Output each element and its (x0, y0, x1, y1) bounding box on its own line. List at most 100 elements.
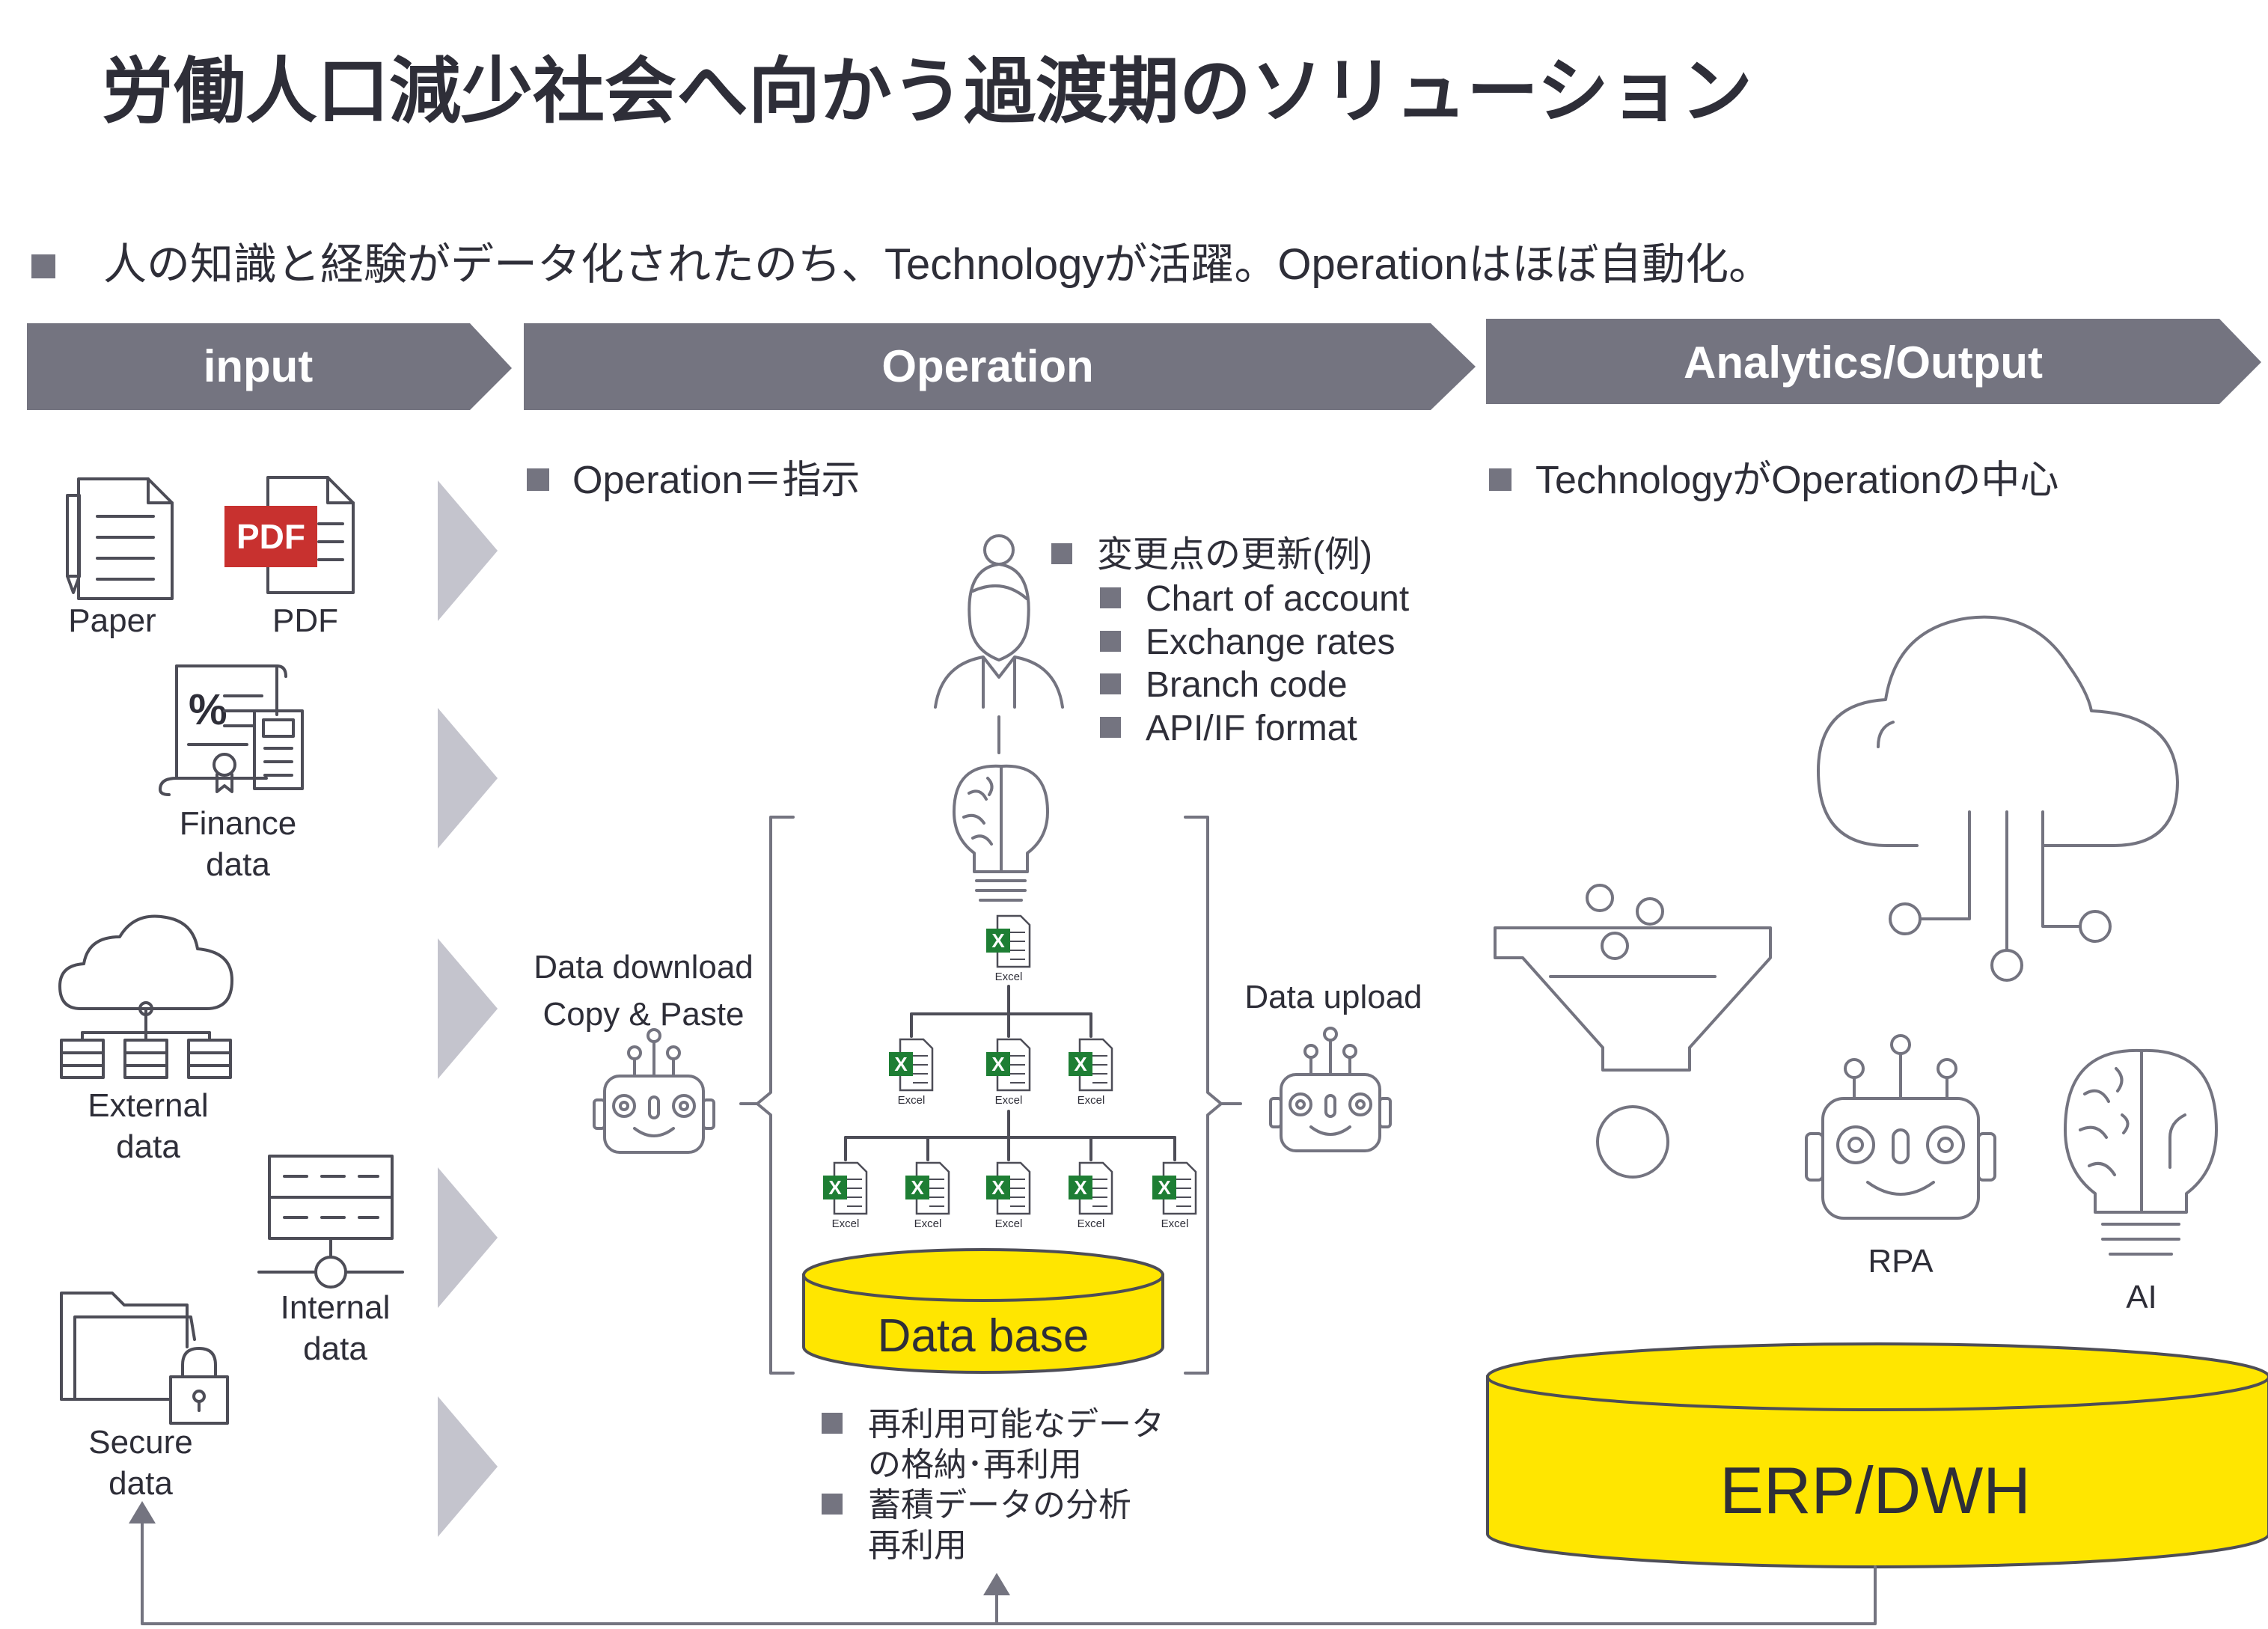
ai-label: AI (2126, 1279, 2157, 1315)
excel-badge: X (828, 1176, 842, 1199)
storage-note-2: の格納･再利用 (868, 1446, 1082, 1483)
excel-caption: Excel (995, 971, 1023, 983)
excel-file-icon: X Excel (986, 1038, 1031, 1107)
excel-caption: Excel (1078, 1094, 1105, 1107)
paper-icon (66, 477, 174, 600)
cloud-circuit-icon (1817, 615, 2179, 982)
external-data-icon (58, 914, 233, 1079)
change-item-2: Exchange rates (1146, 623, 1396, 662)
bullet-square (1100, 717, 1121, 738)
excel-files: XExcelXExcelXExcelXExcelXExcelXExcelXExc… (823, 914, 1197, 1230)
header-operation: Operation (524, 323, 1476, 410)
storage-note-4: 再利用 (868, 1527, 967, 1564)
change-item-3: Branch code (1146, 665, 1348, 705)
bullet-square (31, 254, 55, 278)
secure-data-icon (60, 1292, 229, 1425)
header-input: input (27, 323, 512, 410)
excel-file-icon: X Excel (889, 1038, 934, 1107)
page-subtitle: 人の知識と経験がデータ化されたのち、Technologyが活躍。Operatio… (103, 240, 1772, 289)
svg-text:%: % (189, 685, 227, 734)
internal-data-icon (257, 1155, 404, 1289)
person-icon (934, 534, 1064, 754)
right-brace (1184, 816, 1223, 1375)
excel-caption: Excel (1161, 1217, 1189, 1230)
excel-caption: Excel (995, 1217, 1023, 1230)
bullet-square (1100, 631, 1121, 652)
excel-badge: X (1074, 1053, 1087, 1075)
excel-file-icon: X Excel (823, 1161, 868, 1230)
bullet-square (1100, 587, 1121, 608)
finance-label-2: data (206, 846, 270, 883)
internal-label-1: Internal (281, 1289, 391, 1326)
page-title: 労働人口減少社会へ向かう過渡期のソリューション (102, 49, 1752, 133)
excel-caption: Excel (1078, 1217, 1105, 1230)
excel-caption: Excel (995, 1094, 1023, 1107)
excel-file-icon: X Excel (1069, 1038, 1113, 1107)
flow-arrow-internal (438, 1167, 498, 1308)
finance-label-1: Finance (180, 805, 297, 842)
database-cylinder: Data base (802, 1248, 1164, 1374)
changes-title: 変更点の更新(例) (1097, 535, 1372, 575)
finance-icon: % (159, 664, 304, 796)
excel-badge: X (991, 929, 1005, 952)
bullet-square (1051, 543, 1072, 564)
brain-bulb-icon (953, 764, 1049, 902)
rpa-robot-icon (1805, 1034, 1996, 1220)
internal-label-2: data (303, 1330, 367, 1367)
erp-dwh-cylinder: ERP/DWH (1486, 1342, 2268, 1568)
excel-caption: Excel (898, 1094, 926, 1107)
excel-badge: X (991, 1176, 1005, 1199)
flow-arrow-paper (438, 480, 498, 621)
storage-note-1: 再利用可能なデータ (868, 1406, 1164, 1443)
database-label: Data base (878, 1310, 1089, 1362)
erp-dwh-label: ERP/DWH (1720, 1453, 2031, 1527)
excel-badge: X (1074, 1176, 1087, 1199)
excel-badge: X (1158, 1176, 1171, 1199)
paper-label: Paper (68, 602, 156, 639)
download-label-1: Data download (534, 949, 754, 985)
ai-brain-bulb-icon (2064, 1048, 2218, 1256)
header-input-label: input (204, 341, 314, 391)
excel-caption: Excel (914, 1217, 942, 1230)
change-item-1: Chart of account (1146, 579, 1409, 619)
secure-label-2: data (108, 1465, 173, 1502)
excel-badge: X (991, 1053, 1005, 1075)
excel-file-icon: X Excel (905, 1161, 950, 1230)
excel-tree-connectors (844, 985, 1176, 1161)
header-operation-label: Operation (881, 341, 1093, 391)
flow-arrow-finance (438, 708, 498, 849)
bullet-square (822, 1413, 843, 1434)
left-brace (756, 816, 795, 1375)
pdf-icon: PDF (224, 476, 355, 594)
storage-note-3: 蓄積データの分析 (868, 1487, 1131, 1523)
external-label-1: External (88, 1087, 208, 1124)
excel-file-icon: X Excel (986, 914, 1031, 983)
robot-upload-icon (1269, 1027, 1392, 1152)
robot-left-icon (593, 1028, 715, 1154)
excel-badge: X (911, 1176, 924, 1199)
pdf-badge: PDF (236, 517, 305, 556)
operation-bullet: Operation＝指示 (572, 459, 860, 502)
external-label-2: data (116, 1128, 180, 1165)
excel-caption: Excel (832, 1217, 860, 1230)
excel-file-icon: X Excel (1069, 1161, 1113, 1230)
bullet-square (1100, 673, 1121, 694)
bullet-square (822, 1494, 843, 1515)
pdf-label: PDF (272, 602, 338, 639)
bullet-square (527, 468, 549, 491)
secure-label-1: Secure (88, 1424, 192, 1461)
change-item-4: API/IF format (1146, 709, 1357, 748)
excel-badge: X (894, 1053, 908, 1075)
bullet-square (1489, 468, 1512, 491)
analytics-bullet: TechnologyがOperationの中心 (1535, 459, 2058, 502)
header-analytics-label: Analytics/Output (1684, 337, 2043, 388)
download-label-2: Copy & Paste (542, 996, 744, 1033)
excel-file-icon: X Excel (1152, 1161, 1197, 1230)
rpa-label: RPA (1868, 1243, 1934, 1280)
flow-arrow-secure (438, 1396, 498, 1537)
upload-label: Data upload (1244, 979, 1422, 1015)
excel-file-icon: X Excel (986, 1161, 1031, 1230)
funnel-icon (1494, 884, 1772, 1179)
